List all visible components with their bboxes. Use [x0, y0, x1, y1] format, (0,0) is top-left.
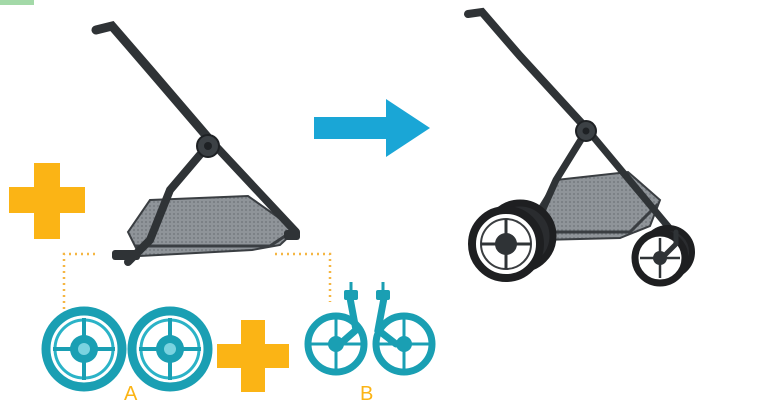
- handlebar: [96, 26, 210, 140]
- corner-mark: [0, 0, 34, 5]
- rear-wheels-label: A: [124, 384, 137, 404]
- connector-front-wheels: [275, 254, 330, 302]
- plus-icon: [217, 320, 289, 392]
- stroller-frame-unassembled: [96, 26, 300, 262]
- front-wheel-b-1: [308, 282, 364, 372]
- front-wheel: [635, 232, 685, 283]
- rear-wheel-a-2: [132, 311, 208, 387]
- arrow-right-icon: [314, 99, 430, 157]
- front-wheels-label: B: [360, 384, 373, 404]
- connector-rear-wheels: [64, 254, 95, 316]
- plus-icon: [9, 163, 85, 239]
- rear-wheel-a-1: [46, 311, 122, 387]
- rear-wheel: [472, 210, 540, 278]
- handlebar: [468, 12, 586, 128]
- front-wheel-b-2: [376, 282, 432, 372]
- stroller-assembled: [468, 12, 692, 283]
